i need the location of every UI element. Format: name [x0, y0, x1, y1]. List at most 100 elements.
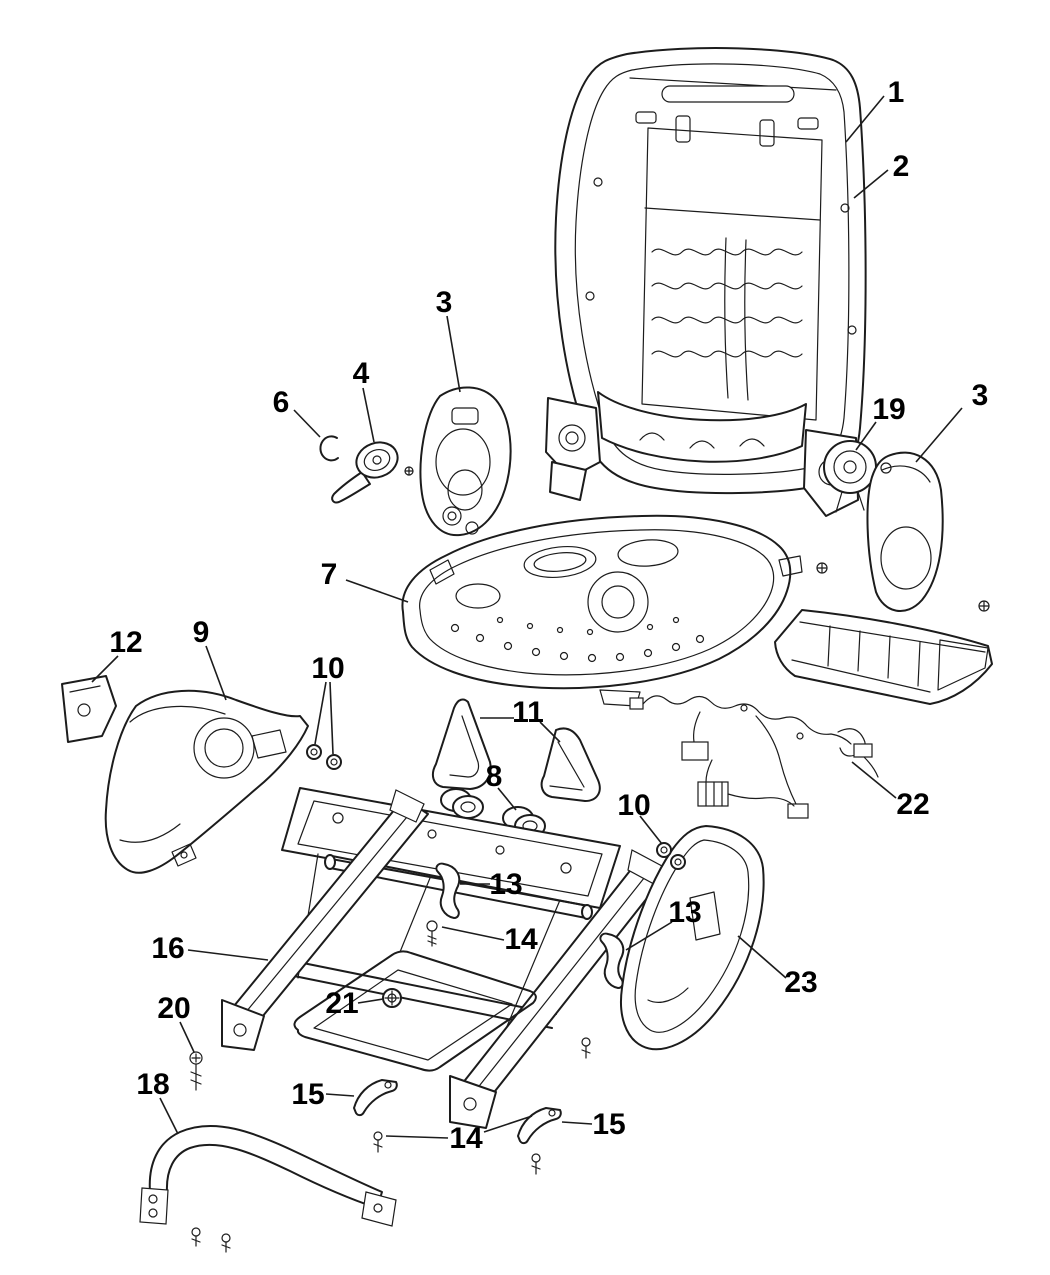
strap-right	[599, 932, 625, 989]
callout-13-left: 13	[460, 868, 523, 901]
leader-line	[561, 1121, 593, 1125]
callout-label: 14	[504, 923, 538, 956]
callout-18: 18	[136, 1068, 179, 1135]
recliner-cover-left	[419, 386, 512, 537]
nuts-lower	[656, 842, 686, 870]
callout-11: 11	[480, 696, 561, 743]
anchor-cover-right	[540, 727, 601, 802]
bracket-15-left	[353, 1079, 398, 1117]
anchor-cover-left	[431, 698, 492, 790]
bracket-15-right	[517, 1107, 562, 1145]
callout-label: 6	[273, 386, 290, 419]
leader-line	[357, 998, 384, 1004]
seat-adjuster-track-assembly	[221, 787, 667, 1129]
push-nut	[382, 988, 402, 1008]
screw-under-strap-right	[581, 1037, 591, 1059]
leader-line	[329, 681, 334, 755]
leader-line	[639, 815, 663, 845]
leader-line	[293, 409, 321, 438]
callouts: 1 2 3 4 6 19 3 7	[91, 76, 989, 1155]
callout-label: 14	[449, 1122, 483, 1155]
callout-label: 18	[136, 1068, 169, 1101]
leader-line	[845, 95, 885, 143]
leader-line	[446, 315, 461, 393]
callout-16: 16	[151, 932, 269, 965]
tow-bar	[139, 1124, 397, 1253]
callout-1: 1	[845, 76, 905, 143]
seat-back-frame	[545, 47, 867, 517]
callout-label: 4	[353, 357, 370, 390]
callout-15-left: 15	[291, 1078, 355, 1111]
callout-12: 12	[91, 626, 143, 683]
callout-3-left: 3	[436, 286, 461, 393]
callout-9: 9	[193, 616, 227, 701]
pan-mount-bolts	[816, 562, 990, 612]
callout-label: 15	[291, 1078, 324, 1111]
callout-10-lower: 10	[617, 789, 663, 845]
callout-label: 2	[893, 150, 910, 183]
leader-line	[314, 681, 327, 745]
callout-22: 22	[851, 761, 930, 821]
callout-label: 10	[617, 789, 650, 822]
leader-line	[915, 407, 963, 463]
leader-line	[385, 1135, 449, 1139]
callout-label: 3	[972, 379, 989, 412]
leader-line	[497, 787, 517, 811]
nuts-upper	[306, 744, 342, 770]
callout-13-right: 13	[625, 896, 702, 951]
wiring-harness	[629, 695, 879, 819]
callout-label: 9	[193, 616, 210, 649]
leader-line	[853, 169, 889, 199]
leader-line	[205, 645, 227, 701]
callout-23: 23	[737, 935, 818, 999]
leader-line	[855, 421, 877, 451]
callout-label: 19	[872, 393, 905, 426]
callout-6: 6	[273, 386, 321, 438]
callout-label: 11	[512, 696, 544, 729]
callout-label: 21	[325, 987, 358, 1020]
callout-label: 22	[896, 788, 929, 821]
track-shield-right-rear	[774, 609, 993, 705]
callout-label: 13	[489, 868, 522, 901]
callout-14-lower: 14	[385, 1115, 533, 1155]
callout-label: 3	[436, 286, 453, 319]
small-screw	[404, 466, 414, 476]
leader-line	[737, 935, 787, 979]
callout-label: 20	[157, 992, 190, 1025]
strap-left	[435, 862, 461, 919]
leader-line	[325, 1093, 355, 1097]
retainer-ring	[319, 435, 339, 462]
callout-label: 23	[784, 966, 817, 999]
callout-10-upper: 10	[311, 652, 345, 755]
callout-20: 20	[157, 992, 195, 1053]
screw-14-lower-right	[531, 1153, 541, 1175]
callout-label: 1	[888, 76, 905, 109]
screw-14-lower-left	[373, 1131, 383, 1153]
leader-line	[159, 1097, 179, 1135]
callout-19: 19	[855, 393, 906, 451]
callout-14-upper: 14	[441, 923, 538, 956]
leader-line	[91, 655, 119, 683]
leader-line	[851, 761, 897, 799]
recliner-handle	[331, 441, 399, 504]
callout-label: 7	[321, 558, 338, 591]
leader-line	[362, 387, 375, 443]
callout-label: 10	[311, 652, 344, 685]
leader-line	[625, 921, 673, 951]
leader-line	[483, 1115, 533, 1133]
callout-label: 15	[592, 1108, 625, 1141]
screw-20	[189, 1051, 203, 1091]
callout-label: 12	[109, 626, 142, 659]
screw-14-upper	[426, 920, 438, 947]
callout-8: 8	[486, 760, 517, 811]
recliner-cover-right	[866, 451, 944, 612]
leader-line	[345, 579, 409, 603]
leader-line	[539, 721, 561, 743]
callout-15-right: 15	[561, 1108, 626, 1141]
side-shield-left	[104, 689, 309, 874]
callout-label: 8	[486, 760, 503, 793]
callout-3-right: 3	[915, 379, 989, 463]
callout-7: 7	[321, 558, 409, 603]
